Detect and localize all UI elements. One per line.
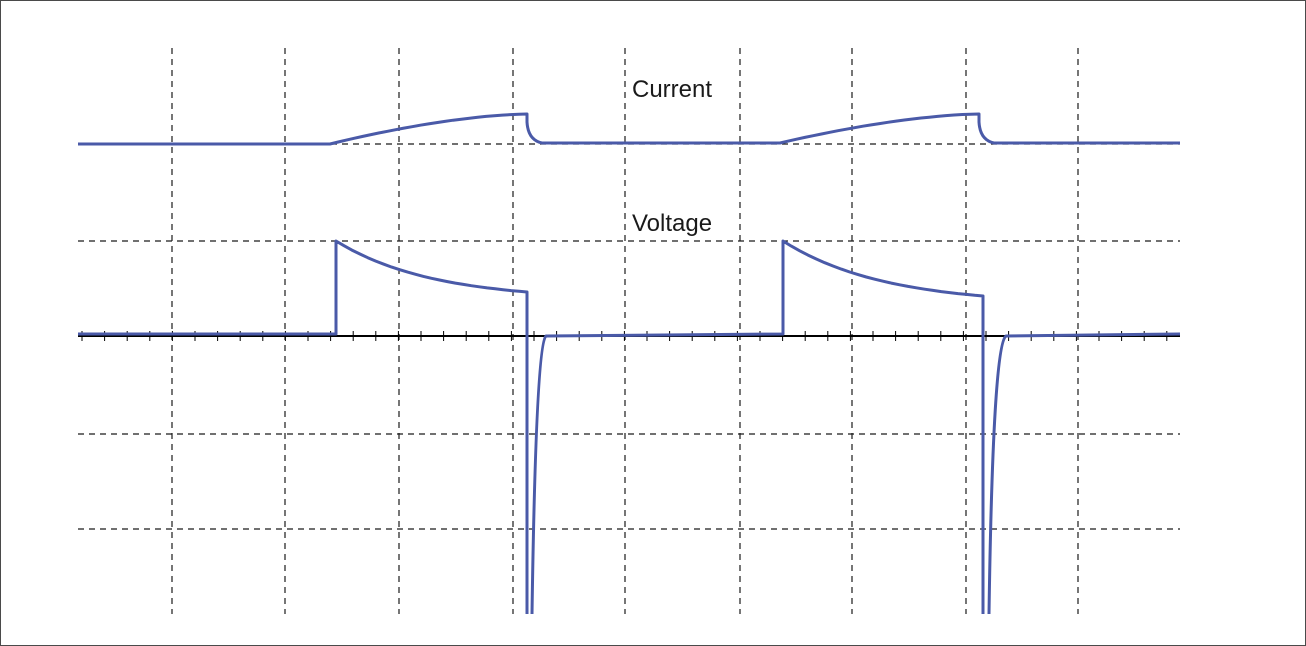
current-trace	[78, 112, 1180, 146]
grid	[78, 48, 1180, 614]
traces	[78, 112, 1181, 615]
current-label: Current	[632, 76, 712, 103]
voltage-label: Voltage	[632, 210, 712, 237]
voltage-trace	[78, 239, 1181, 615]
